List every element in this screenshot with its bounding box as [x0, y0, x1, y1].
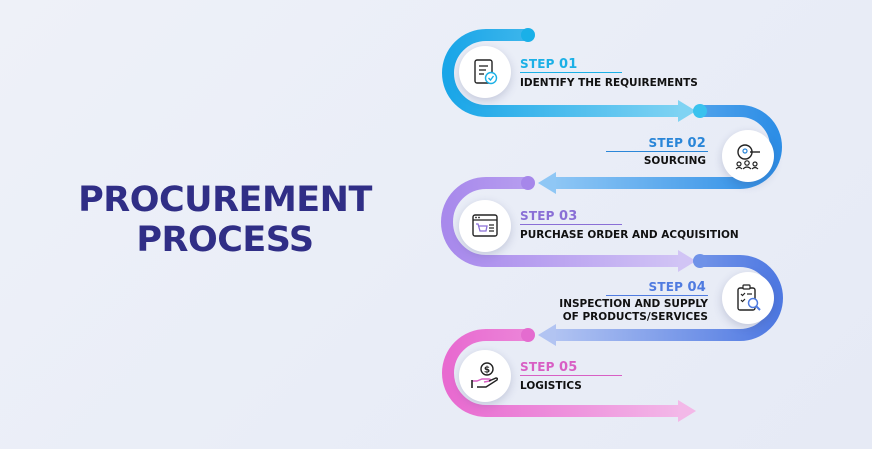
segment-2-start-dot: [693, 104, 707, 118]
step-2-label: STEP 02: [600, 136, 706, 151]
step-4-number: 04: [687, 280, 706, 295]
step-4-label: STEP 04: [600, 280, 706, 295]
segment-4-arrow: [538, 324, 556, 346]
search-people-icon: [735, 144, 760, 170]
segment-5-arrow: [678, 400, 696, 422]
step-5-icon-circle: $: [459, 350, 511, 402]
step-3-label-word: STEP: [520, 209, 555, 223]
step-5-label: STEP 05: [520, 360, 578, 375]
step-1-number: 01: [559, 57, 578, 72]
step-4-text-line-2: OF PRODUCTS/SERVICES: [562, 311, 708, 323]
step-1-label: STEP 01: [520, 57, 578, 72]
step-1-text: IDENTIFY THE REQUIREMENTS: [520, 77, 698, 89]
step-5-number: 05: [559, 360, 578, 375]
step-3-label: STEP 03: [520, 209, 578, 224]
step-5-label-word: STEP: [520, 360, 555, 374]
segment-3-arrow: [678, 250, 696, 272]
step-1-underline: [520, 72, 622, 73]
step-2-number: 02: [687, 136, 706, 151]
step-5-text: LOGISTICS: [520, 380, 582, 392]
segment-2-arrow: [538, 172, 556, 194]
step-3-number: 03: [559, 209, 578, 224]
checklist-icon: [474, 59, 498, 85]
title-line-1: PROCUREMENT: [78, 180, 372, 220]
flow-segment-3: [441, 176, 696, 272]
flow-segment-5: [442, 328, 696, 422]
step-3-icon-circle: [459, 200, 511, 252]
segment-1-start-dot: [521, 28, 535, 42]
step-4-underline: [606, 295, 708, 296]
step-4-text-line-1: INSPECTION AND SUPPLY: [559, 298, 708, 310]
step-3-underline: [520, 224, 622, 225]
step-2-underline: [606, 151, 708, 152]
segment-3-start-dot: [521, 176, 535, 190]
flow-segment-4: [538, 254, 783, 346]
page-title: PROCUREMENT PROCESS: [60, 180, 390, 260]
step-1-icon-circle: [459, 46, 511, 98]
step-1-label-word: STEP: [520, 57, 555, 71]
hand-money-icon: $: [471, 362, 499, 388]
segment-1-arrow: [678, 100, 696, 122]
step-4-icon-circle: [722, 272, 774, 324]
flow-segment-1: [442, 28, 696, 122]
step-2-label-word: STEP: [648, 136, 684, 150]
step-5-underline: [520, 375, 622, 376]
step-2-icon-circle: [722, 130, 774, 182]
step-3-text: PURCHASE ORDER AND ACQUISITION: [520, 229, 739, 241]
segment-4-start-dot: [693, 254, 707, 268]
svg-text:$: $: [484, 366, 490, 376]
step-2-text: SOURCING: [643, 155, 706, 167]
step-4-label-word: STEP: [648, 280, 684, 294]
clipboard-inspect-icon: [737, 284, 761, 311]
shopping-web-icon: [472, 214, 498, 237]
segment-5-start-dot: [521, 328, 535, 342]
step-4-text: INSPECTION AND SUPPLY OF PRODUCTS/SERVIC…: [540, 298, 708, 324]
title-line-2: PROCESS: [136, 220, 314, 260]
